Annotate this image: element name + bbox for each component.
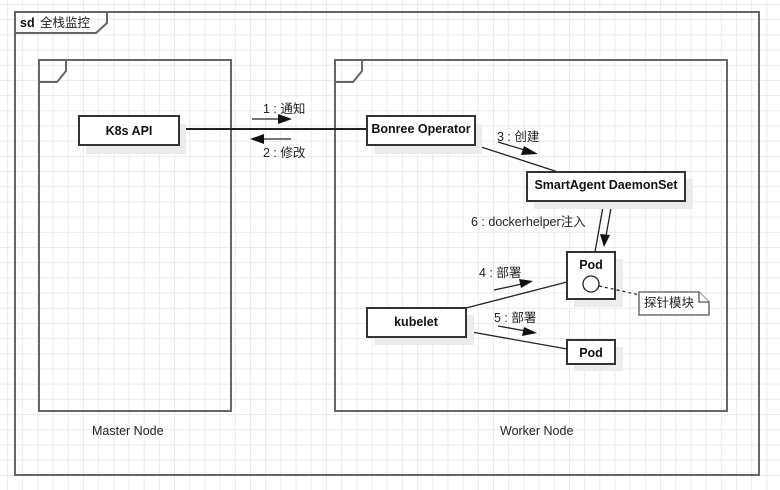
message-4-arrow bbox=[493, 279, 533, 291]
link-kubelet-pod-top bbox=[465, 281, 568, 309]
worker-node[interactable]: Worker Node bbox=[334, 59, 728, 438]
sd-frame: sd 全栈监控 bbox=[14, 11, 760, 476]
k8s-api-component[interactable]: K8s API bbox=[78, 115, 186, 154]
worker-node-corner-icon bbox=[335, 59, 363, 83]
message-1-label: 1 : 通知 bbox=[263, 102, 305, 116]
message-2-arrow bbox=[250, 134, 291, 144]
message-3-label: 3 : 创建 bbox=[497, 130, 540, 144]
message-6-arrow bbox=[600, 207, 612, 247]
worker-node-label: Worker Node bbox=[500, 424, 573, 438]
note-body bbox=[638, 291, 710, 316]
message-2-label: 2 : 修改 bbox=[263, 145, 306, 160]
probe-module-note[interactable]: 探针模块 bbox=[638, 291, 710, 316]
master-node-border bbox=[38, 59, 232, 412]
k8s-api-label: K8s API bbox=[106, 124, 153, 138]
kubelet-component[interactable]: kubelet bbox=[366, 307, 474, 345]
sd-frame-border bbox=[14, 11, 760, 476]
bonree-operator-label: Bonree Operator bbox=[371, 122, 470, 136]
note-label: 探针模块 bbox=[644, 295, 695, 310]
link-operator-daemonset bbox=[474, 144, 559, 173]
master-node[interactable]: Master Node bbox=[38, 59, 232, 438]
link-daemonset-pod bbox=[594, 200, 605, 253]
sd-frame-tab bbox=[15, 11, 108, 34]
message-5-label: 5 : 部署 bbox=[494, 310, 536, 325]
pod-top-label: Pod bbox=[579, 258, 603, 272]
note-connector bbox=[598, 285, 641, 296]
sd-frame-title: 全栈监控 bbox=[40, 15, 91, 30]
message-6-label: 6 : dockerhelper注入 bbox=[471, 214, 586, 229]
bonree-operator-component[interactable]: Bonree Operator bbox=[366, 115, 482, 154]
smartagent-daemonset-label: SmartAgent DaemonSet bbox=[534, 178, 678, 192]
smartagent-daemonset-component[interactable]: SmartAgent DaemonSet bbox=[526, 171, 693, 209]
probe-port-icon[interactable] bbox=[582, 275, 600, 293]
kubelet-label: kubelet bbox=[394, 315, 439, 329]
sd-keyword: sd bbox=[20, 16, 35, 30]
master-node-corner-icon bbox=[39, 59, 67, 83]
message-5-arrow bbox=[497, 325, 537, 336]
master-node-label: Master Node bbox=[92, 424, 164, 438]
worker-node-border bbox=[334, 59, 728, 412]
message-1-arrow bbox=[252, 114, 292, 124]
message-4-label: 4 : 部署 bbox=[479, 265, 521, 280]
note-fold-icon bbox=[698, 292, 709, 303]
pod-top-component[interactable]: Pod bbox=[566, 251, 623, 307]
pod-bottom-label: Pod bbox=[579, 346, 603, 360]
pod-bottom-component[interactable]: Pod bbox=[566, 339, 623, 371]
link-kubelet-pod-bottom bbox=[465, 330, 568, 350]
message-3-arrow bbox=[497, 141, 538, 155]
